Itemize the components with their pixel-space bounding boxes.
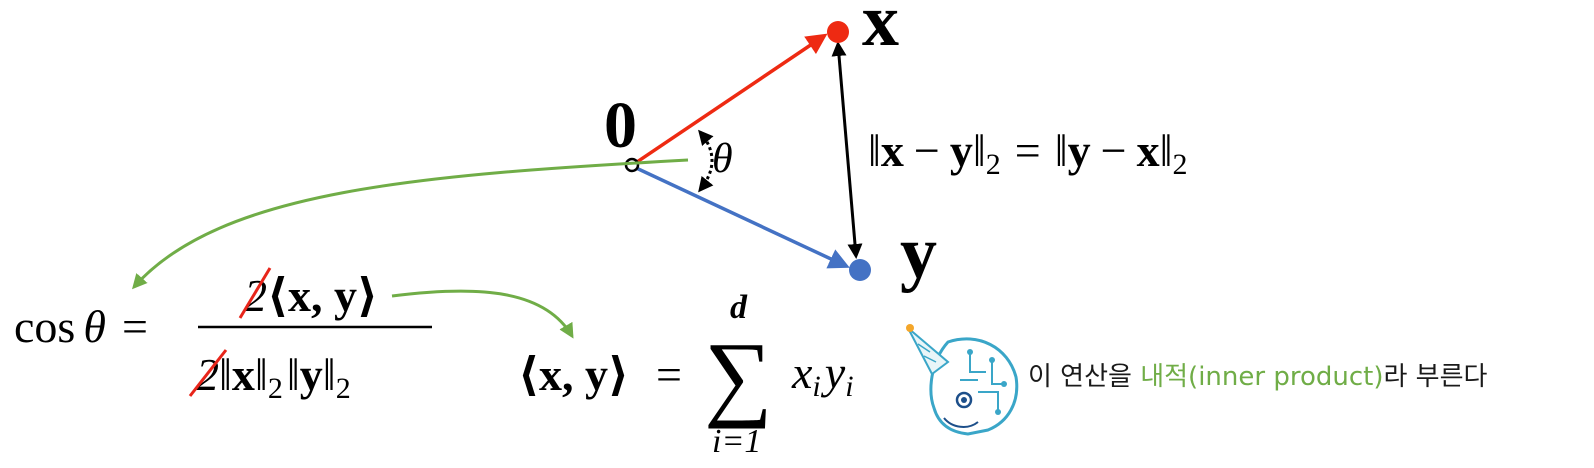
numerator-strike: [238, 267, 272, 319]
denominator-strike: [188, 349, 228, 397]
x-point: [827, 21, 849, 43]
numerator-to-inner-arrow: [391, 289, 574, 339]
theta-to-cos-arrow: [132, 158, 689, 290]
svg-text:⟨x, y⟩: ⟨x, y⟩: [518, 349, 629, 400]
origin-label: 0: [604, 89, 637, 162]
svg-text:2⟨x, y⟩: 2⟨x, y⟩: [244, 270, 378, 321]
svg-text:∑: ∑: [704, 322, 772, 429]
distance-arrow: [831, 41, 863, 259]
x-vector-arrow: [633, 33, 828, 166]
svg-text:2‖x‖2‖y‖2: 2‖x‖2‖y‖2: [196, 349, 351, 405]
svg-text:i=1: i=1: [712, 423, 761, 460]
svg-text:xiyi: xiyi: [791, 347, 854, 403]
angle-label: θ: [712, 136, 733, 182]
caption: 이 연산을 내적(inner product)라 부른다: [1028, 362, 1488, 392]
svg-text:d: d: [730, 289, 748, 326]
distance-equation: ‖x−y‖2=‖y−x‖2: [868, 125, 1188, 181]
inner-product-formula: ⟨x, y⟩ = ∑ d i=1 xiyi: [518, 289, 854, 460]
unicorn-mascot-icon: [906, 324, 1019, 436]
y-vector-arrow: [633, 165, 850, 269]
y-point: [849, 259, 871, 281]
angle-arc: [698, 129, 714, 193]
y-label: y: [900, 212, 937, 294]
x-label: x: [862, 0, 899, 62]
svg-text:=: =: [656, 349, 682, 400]
svg-text:‖x−y‖2=‖y−x‖2: ‖x−y‖2=‖y−x‖2: [868, 125, 1188, 181]
